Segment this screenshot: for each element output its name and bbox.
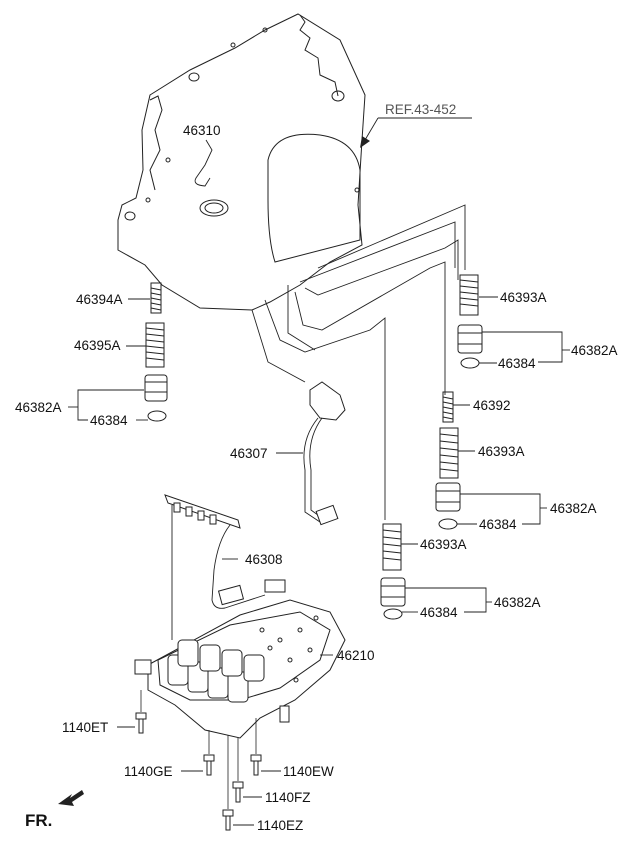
front-direction-arrow-icon: [58, 790, 84, 806]
bolt-1140FZ: [232, 781, 244, 803]
spring-46394A: [150, 282, 162, 314]
label-46395A: 46395A: [74, 338, 121, 353]
seal-ring-46310: [194, 139, 229, 217]
label-46384-r1: 46384: [498, 356, 536, 371]
label-46310: 46310: [183, 123, 221, 138]
label-46384-r3: 46384: [420, 605, 458, 620]
label-46210: 46210: [337, 648, 375, 663]
label-46393A-top: 46393A: [500, 290, 547, 305]
bolt-1140EZ: [222, 809, 234, 831]
piston-46382A-r3: [380, 577, 406, 607]
label-46384-r2: 46384: [479, 517, 517, 532]
label-1140EZ: 1140EZ: [257, 818, 303, 833]
spring-46393A-top: [459, 274, 479, 316]
label-46308: 46308: [245, 552, 283, 567]
bolt-axis-lines: [140, 690, 257, 809]
oring-46384-left: [147, 410, 167, 422]
routing-bands: [251, 204, 466, 520]
reference-leader: [360, 117, 472, 148]
sensor-46307: [303, 381, 346, 526]
oring-46384-r3: [383, 608, 403, 620]
spring-46392: [442, 391, 454, 423]
transmission-case: [117, 13, 366, 311]
label-46382A-r1: 46382A: [571, 343, 618, 358]
label-46307: 46307: [230, 446, 268, 461]
oring-46384-r2: [438, 518, 458, 530]
solenoid-valves: [167, 639, 265, 703]
spring-46393A-mid: [439, 427, 459, 479]
label-reference: REF.43-452: [385, 102, 456, 117]
piston-46382A-r2: [435, 482, 461, 512]
label-1140EW: 1140EW: [283, 764, 334, 779]
front-marker-label: FR.: [25, 811, 52, 830]
piston-46382A-left: [144, 374, 168, 402]
valve-body-46210: [134, 599, 346, 739]
label-46382A-left: 46382A: [15, 400, 62, 415]
label-1140FZ: 1140FZ: [265, 790, 311, 805]
bolt-1140EW: [250, 754, 262, 776]
label-46393A-low: 46393A: [420, 537, 467, 552]
label-46382A-r3: 46382A: [494, 595, 541, 610]
spring-46393A-low: [382, 523, 402, 571]
piston-46382A-r1: [457, 324, 483, 354]
label-46393A-mid: 46393A: [478, 444, 525, 459]
label-46392: 46392: [473, 398, 511, 413]
label-46382A-r2: 46382A: [550, 501, 597, 516]
label-46384-left: 46384: [90, 413, 128, 428]
bolt-1140ET: [135, 712, 147, 734]
bolt-1140GE: [203, 754, 215, 776]
spring-46395A: [145, 322, 165, 368]
label-1140ET: 1140ET: [62, 720, 108, 735]
wiring-harness-46308: [164, 494, 286, 640]
leader-lines: [68, 296, 570, 826]
label-46394A: 46394A: [76, 292, 123, 307]
oring-46384-r1: [460, 357, 480, 369]
label-1140GE: 1140GE: [124, 764, 173, 779]
